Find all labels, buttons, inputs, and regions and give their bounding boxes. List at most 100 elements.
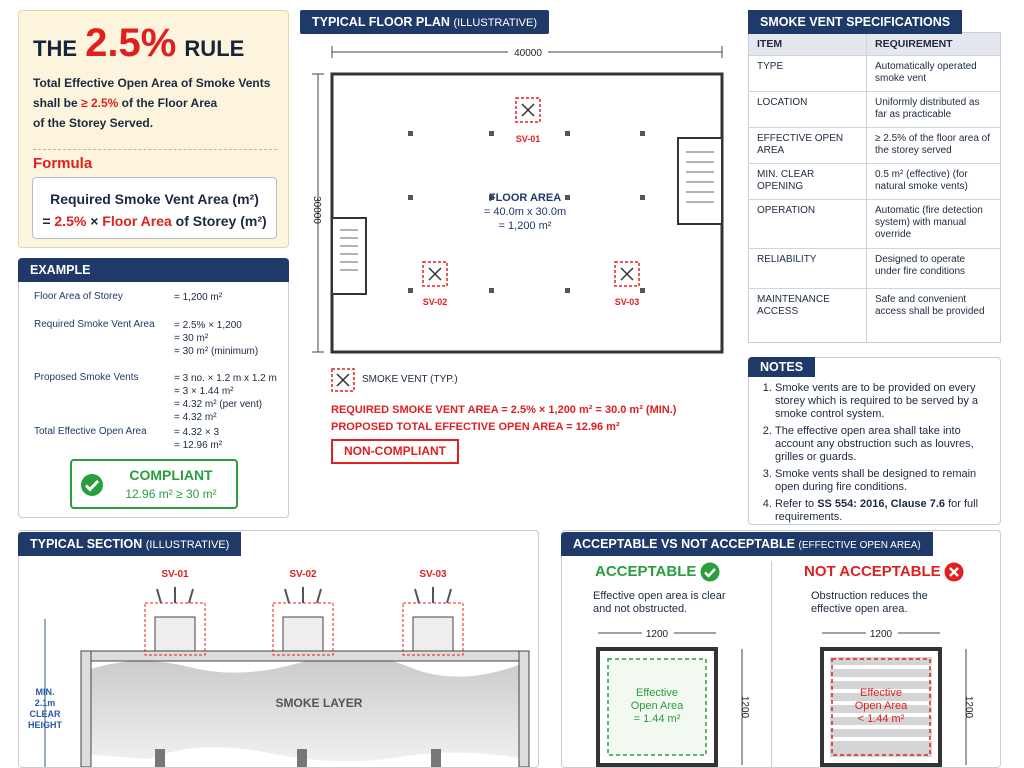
- acceptable-panel: ACCEPTABLE Effective open area is clear …: [561, 530, 1001, 768]
- section-heading-sub: (ILLUSTRATIVE): [145, 539, 230, 551]
- spec-item: OPERATION: [749, 200, 867, 248]
- spec-requirement: Automatic (fire detection system) with m…: [875, 205, 983, 240]
- table-row: EFFECTIVE OPEN AREA≥ 2.5% of the floor a…: [749, 127, 1000, 163]
- rule-text-part: shall be: [33, 96, 78, 110]
- effective-area-label: Effective: [636, 687, 678, 699]
- acceptable-desc-line: and not obstructed.: [593, 603, 688, 615]
- specs-col-requirement: REQUIREMENT: [875, 38, 953, 50]
- example-value-highlight: = 30 m² (minimum): [174, 346, 259, 357]
- rule-title: THE 2.5% RULE: [33, 21, 244, 66]
- example-value: = 4.32 m²: [174, 412, 217, 423]
- vent-cross-icon: [428, 267, 442, 281]
- smoke-vent-sv03: SV-03: [614, 261, 640, 307]
- column: [431, 749, 441, 767]
- smoke-vent-sv02: SV-02: [422, 261, 448, 307]
- note-item: Smoke vents shall be designed to remain …: [775, 468, 993, 494]
- section-panel: MIN. 2.1m CLEAR HEIGHT SMOKE LAYER SV-01…: [18, 530, 539, 768]
- vent-housing: [154, 616, 196, 652]
- rule-title-percent: 2.5%: [85, 21, 177, 65]
- example-value: = 3 × 1.44 m²: [174, 386, 234, 397]
- vent-label: SV-01: [161, 569, 189, 580]
- vent-cross-icon: [521, 103, 535, 117]
- effective-area-label: Open Area: [631, 700, 684, 712]
- section-drawing: MIN. 2.1m CLEAR HEIGHT SMOKE LAYER SV-01…: [28, 569, 530, 767]
- column: [565, 131, 570, 136]
- clear-height-label: HEIGHT: [28, 720, 63, 730]
- effective-area-box: [831, 658, 931, 756]
- acceptable-vent-diagram: 1200 1200 Effective Open Area = 1.44 m²: [596, 626, 750, 767]
- example-value: = 4.32 m² (per vent): [174, 399, 263, 410]
- rule-panel: THE 2.5% RULE Total Effective Open Area …: [18, 10, 289, 248]
- example-value: = 12.96 m²: [174, 440, 223, 451]
- column: [408, 195, 413, 200]
- stair-core-right: [677, 137, 723, 225]
- vent-legend-icon: [331, 368, 355, 392]
- vent-label: SV-02: [289, 569, 317, 580]
- note-item: The effective open area shall take into …: [775, 425, 993, 464]
- notes-panel: Smoke vents are to be provided on every …: [748, 357, 1001, 525]
- dimension-width-label: 1200: [870, 629, 893, 640]
- dimension-label-bg: [508, 45, 548, 59]
- notes-heading: NOTES: [748, 357, 816, 377]
- column: [408, 131, 413, 136]
- spec-requirement: Safe and convenient access shall be prov…: [875, 294, 985, 317]
- wall-left: [80, 650, 92, 767]
- note-item: Smoke vents are to be provided on every …: [775, 382, 993, 421]
- example-label: Proposed Smoke Vents: [34, 372, 139, 383]
- dimension-label-bg: [866, 626, 898, 640]
- airflow-arrows-icon: [414, 587, 452, 604]
- acceptable-heading-sub: (EFFECTIVE OPEN AREA): [798, 540, 921, 551]
- compliant-detail: 12.96 m² ≥ 30 m²: [125, 487, 217, 501]
- clear-height-label: CLEAR: [30, 709, 61, 719]
- table-row: LOCATION Uniformly distributed as far as …: [749, 91, 1000, 127]
- non-compliant-badge: NON-COMPLIANT: [331, 439, 459, 464]
- formula-label: Formula: [33, 155, 93, 172]
- example-value: = 2.5% × 1,200: [174, 320, 242, 331]
- floor-area-dims: = 40.0m x 30.0m: [484, 206, 566, 218]
- example-heading: EXAMPLE: [18, 258, 289, 282]
- acceptable-heading-text: ACCEPTABLE VS NOT ACCEPTABLE: [573, 537, 795, 551]
- spec-item: LOCATION: [749, 92, 867, 127]
- smoke-layer-label: SMOKE LAYER: [276, 696, 363, 710]
- floor-plan-drawing: 40000 30000 SV-01 SV-02 SV-03 FLOOR AREA…: [311, 45, 724, 354]
- louvre-slats: [830, 657, 932, 757]
- stair-treads: [340, 229, 358, 271]
- floor-plan-heading-text: TYPICAL FLOOR PLAN: [312, 15, 450, 29]
- spec-requirement: Designed to operate under fire condition…: [875, 254, 966, 277]
- rule-text-part: of the Floor Area: [121, 96, 218, 110]
- not-acceptable-desc-line: Obstruction reduces the: [811, 590, 928, 602]
- floor-area-value: = 1,200 m²: [499, 220, 552, 232]
- column: [489, 195, 494, 200]
- rule-text-highlight: ≥ 2.5%: [81, 96, 119, 110]
- column: [640, 288, 645, 293]
- effective-area-label: Open Area: [855, 700, 908, 712]
- spec-requirement: Automatically operated smoke vent: [875, 61, 977, 84]
- rule-title-pre: THE: [33, 36, 77, 61]
- acceptable-desc: Effective open area is clear and not obs…: [593, 590, 725, 616]
- column: [565, 288, 570, 293]
- check-circle-icon: [700, 562, 720, 582]
- clear-height-label: 2.1m: [35, 698, 56, 708]
- not-acceptable-vent-diagram: 1200 1200 Effective Open Area < 1.44 m²: [820, 626, 974, 767]
- stair-treads: [686, 151, 714, 203]
- clear-height-label: MIN.: [36, 687, 55, 697]
- divider: [33, 149, 277, 150]
- dimension-height-label: 1200: [963, 696, 974, 719]
- example-value: = 4.32 × 3: [174, 427, 220, 438]
- note-item: Refer to SS 554: 2016, Clause 7.6 for fu…: [775, 498, 993, 524]
- note-text: Refer to: [775, 498, 815, 510]
- formula-line: = 2.5% × Floor Area of Storey (m²): [33, 210, 276, 232]
- spec-item: MIN. CLEAR OPENING: [749, 164, 867, 199]
- column: [489, 288, 494, 293]
- effective-area-value: < 1.44 m²: [858, 713, 905, 725]
- divider: [771, 561, 772, 767]
- not-acceptable-desc: Obstruction reduces the effective open a…: [811, 590, 928, 616]
- spec-requirement: 0.5 m² (effective) (for natural smoke ve…: [875, 169, 968, 192]
- vent-housing: [282, 616, 324, 652]
- note-reference: SS 554: 2016, Clause 7.6: [817, 498, 946, 510]
- spec-requirement: Uniformly distributed as far as practica…: [875, 97, 980, 120]
- notes-list: Smoke vents are to be provided on every …: [775, 382, 993, 528]
- specs-header-row: ITEM REQUIREMENT: [749, 33, 1000, 55]
